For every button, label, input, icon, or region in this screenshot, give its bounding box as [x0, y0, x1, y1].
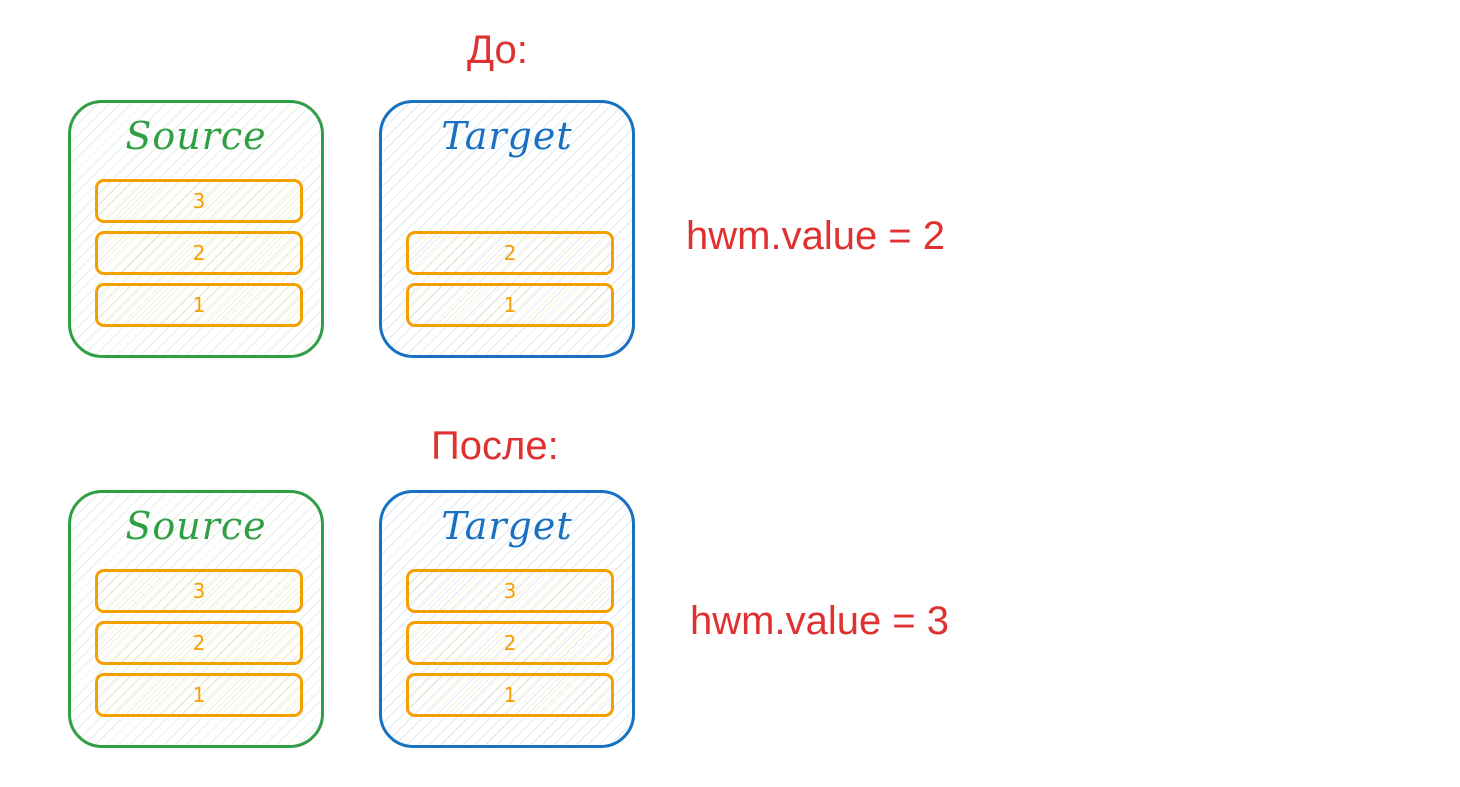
target-row: 1 [406, 673, 614, 717]
source-row: 3 [95, 569, 303, 613]
source-row: 3 [95, 179, 303, 223]
hwm-value-after: hwm.value = 3 [690, 599, 950, 643]
source-row: 2 [95, 621, 303, 665]
target-label: Target [441, 504, 573, 548]
target-label: Target [441, 114, 573, 158]
source-label: Source [125, 504, 267, 548]
source-label: Source [125, 114, 267, 158]
target-row: 2 [406, 231, 614, 275]
target-box-after: Target 3 2 1 [379, 490, 635, 748]
source-row: 1 [95, 283, 303, 327]
target-box-before: Target 2 1 [379, 100, 635, 358]
target-row: 2 [406, 621, 614, 665]
after-title: После: [431, 424, 559, 468]
source-row: 1 [95, 673, 303, 717]
before-title: До: [467, 28, 528, 72]
target-row: 3 [406, 569, 614, 613]
hwm-value-before: hwm.value = 2 [686, 214, 946, 258]
source-box-before: Source 3 2 1 [68, 100, 324, 358]
source-box-after: Source 3 2 1 [68, 490, 324, 748]
source-row: 2 [95, 231, 303, 275]
target-row: 1 [406, 283, 614, 327]
